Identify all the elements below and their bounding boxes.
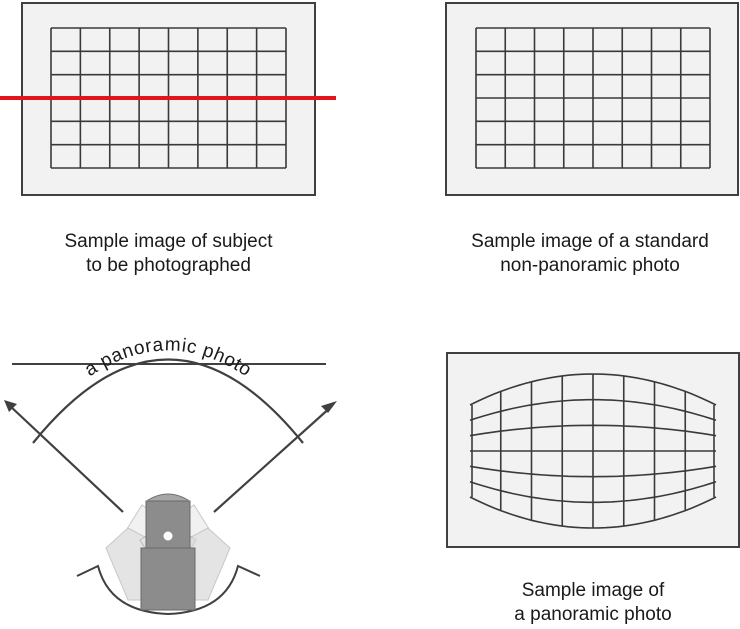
camera-sweep-diagram: a panoramic photo [4, 334, 337, 616]
caption-subject-line1: Sample image of subject [64, 231, 273, 252]
caption-subject: Sample image of subject to be photograph… [22, 230, 315, 278]
arc-label: a panoramic photo [81, 334, 255, 381]
subject-frame [0, 2, 336, 196]
panoramic-photo-grid [469, 373, 717, 529]
standard-photo-frame [445, 2, 739, 196]
caption-standard: Sample image of a standard non-panoramic… [440, 230, 740, 278]
panorama-arc [32, 358, 304, 444]
caption-standard-line1: Sample image of a standard [471, 231, 709, 252]
caption-panoramic: Sample image of a panoramic photo [447, 579, 739, 627]
right-sweep-arrow [213, 401, 337, 513]
camera-icon [140, 493, 196, 611]
caption-standard-line2: non-panoramic photo [500, 255, 680, 276]
caption-panoramic-line2: a panoramic photo [514, 604, 672, 625]
standard-photo-grid [475, 27, 711, 169]
panoramic-photo-frame [446, 352, 740, 548]
pivot-point-icon [163, 531, 173, 541]
left-sweep-arrow [4, 400, 124, 513]
caption-panoramic-line1: Sample image of [521, 580, 665, 601]
rotation-arc [76, 564, 261, 616]
caption-subject-line2: to be photographed [86, 255, 251, 276]
